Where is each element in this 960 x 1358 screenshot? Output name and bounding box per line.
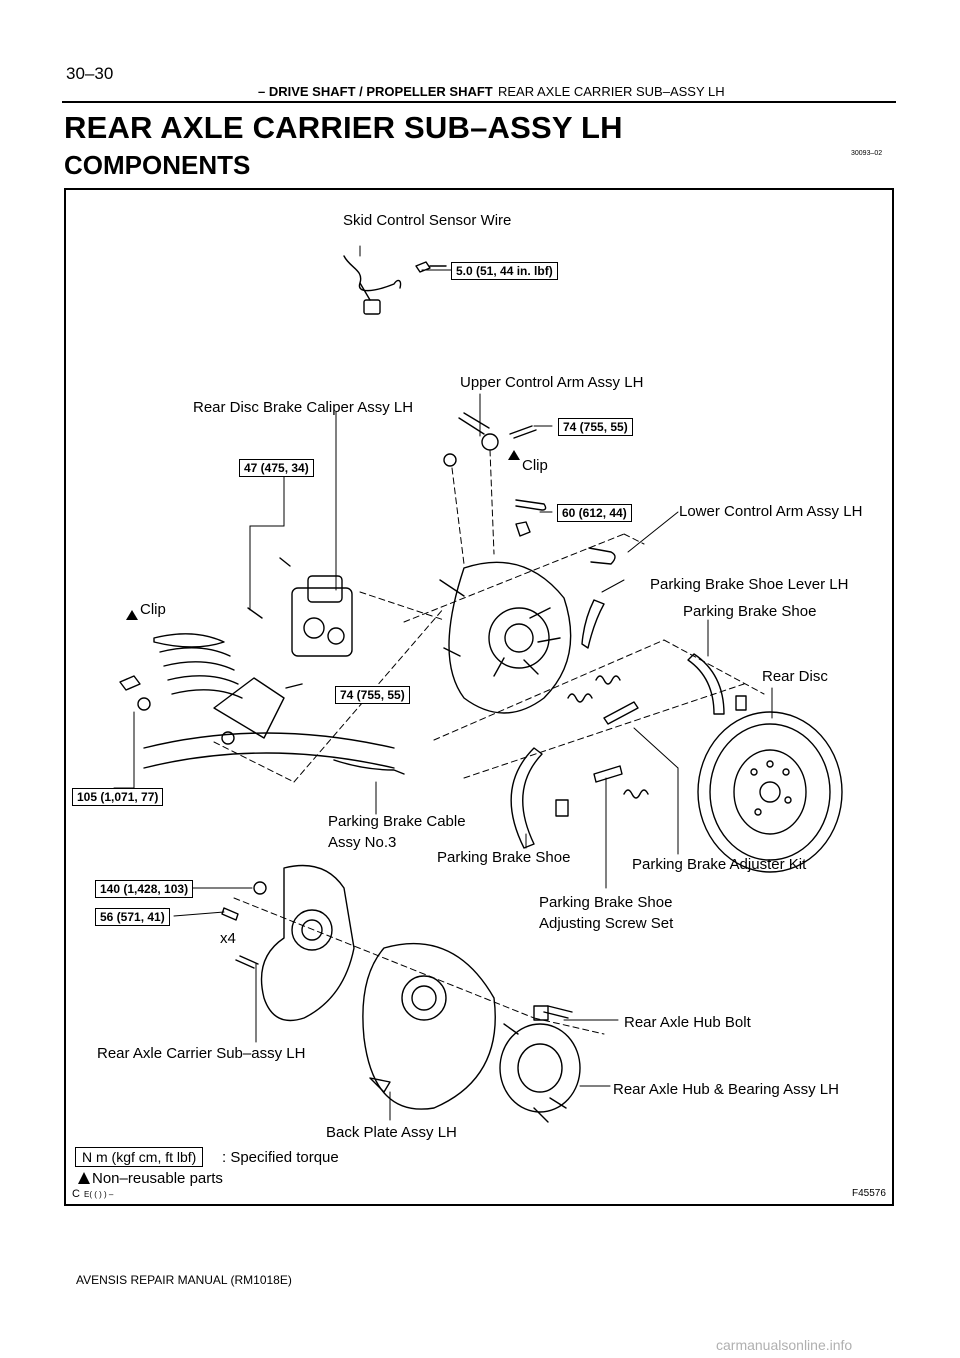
label-shoe-right: Parking Brake Shoe bbox=[683, 603, 817, 620]
skid-sensor-wire-drawing bbox=[343, 255, 447, 315]
label-caliper: Rear Disc Brake Caliper Assy LH bbox=[193, 399, 414, 416]
label-adjuster-kit: Parking Brake Adjuster Kit bbox=[632, 856, 807, 873]
rear-disc-drawing bbox=[697, 711, 843, 873]
shoe-pin-right bbox=[735, 695, 747, 711]
doc-code: 30093–02 bbox=[851, 150, 883, 157]
assembly-dashed-lines bbox=[213, 269, 765, 1035]
back-plate-drawing bbox=[362, 942, 496, 1110]
shoe-center-drawing bbox=[510, 747, 543, 849]
torque-axle-nut: 105 (1,071, 77) bbox=[72, 788, 164, 806]
page-number: 30–30 bbox=[66, 64, 114, 83]
header-rule bbox=[62, 101, 896, 103]
torque-skid-bolt: 5.0 (51, 44 in. lbf) bbox=[451, 262, 558, 280]
springs-drawing bbox=[567, 675, 649, 799]
watermark: carmanualsonline.info bbox=[716, 1337, 853, 1353]
label-skid-sensor-wire: Skid Control Sensor Wire bbox=[343, 212, 512, 229]
torque-back-plate-bolt: 56 (571, 41) bbox=[95, 908, 170, 926]
label-shoe-center: Parking Brake Shoe bbox=[437, 849, 571, 866]
label-hub-bolt: Rear Axle Hub Bolt bbox=[624, 1014, 751, 1031]
lower-arm-nut-drawing bbox=[515, 521, 531, 537]
torque-caliper-bolt: 47 (475, 34) bbox=[239, 459, 314, 477]
label-clip-upper: Clip bbox=[522, 457, 548, 474]
torque-carrier-nut: 140 (1,428, 103) bbox=[95, 880, 194, 898]
legend-torque-desc: : Specified torque bbox=[222, 1149, 339, 1166]
label-rear-disc: Rear Disc bbox=[762, 668, 828, 685]
footer: AVENSIS REPAIR MANUAL (RM1018E) bbox=[76, 1273, 292, 1287]
label-axle-carrier: Rear Axle Carrier Sub–assy LH bbox=[97, 1045, 306, 1062]
label-shoe-lever: Parking Brake Shoe Lever LH bbox=[650, 576, 849, 593]
label-lower-control-arm: Lower Control Arm Assy LH bbox=[679, 503, 863, 520]
figure-frame bbox=[64, 188, 894, 1206]
shoe-lever-drawing bbox=[581, 599, 605, 649]
nonreusable-triangle-icon bbox=[126, 610, 138, 620]
header-subsection: REAR AXLE CARRIER SUB–ASSY LH bbox=[498, 84, 725, 99]
components-diagram bbox=[113, 245, 843, 1123]
label-cable-line2: Assy No.3 bbox=[328, 834, 397, 851]
nonreusable-triangle-icon bbox=[508, 450, 520, 460]
c-mark: C bbox=[72, 1188, 80, 1200]
hub-bearing-drawing bbox=[499, 1005, 581, 1123]
cable-drawing bbox=[333, 759, 405, 775]
page-title: REAR AXLE CARRIER SUB–ASSY LH bbox=[64, 110, 623, 145]
label-screw-set-line1: Parking Brake Shoe bbox=[539, 894, 673, 911]
suspension-drawing bbox=[119, 633, 395, 769]
torque-upper-arm-bolt: 74 (755, 55) bbox=[558, 418, 633, 436]
nonreusable-markers bbox=[126, 450, 520, 620]
legend-torque-unit: N m (kgf cm, ft lbf) bbox=[75, 1147, 204, 1167]
label-upper-control-arm: Upper Control Arm Assy LH bbox=[460, 374, 644, 391]
label-back-plate: Back Plate Assy LH bbox=[326, 1124, 457, 1141]
section-heading: COMPONENTS bbox=[64, 150, 251, 180]
clip-upper-drawing bbox=[515, 499, 547, 511]
torque-knuckle-bolt: 74 (755, 55) bbox=[335, 686, 410, 704]
header-section: – DRIVE SHAFT / PROPELLER SHAFT bbox=[258, 84, 493, 99]
shoe-pin-center bbox=[555, 799, 569, 817]
label-clip-left: Clip bbox=[140, 601, 166, 618]
figure-code: F45576 bbox=[852, 1188, 886, 1199]
c-small-text: E( ( ) ) – bbox=[84, 1190, 114, 1199]
shoe-right-drawing bbox=[687, 653, 725, 715]
torque-lower-arm-nut: 60 (612, 44) bbox=[557, 504, 632, 522]
axle-carrier-drawing bbox=[221, 864, 355, 1022]
label-x4: x4 bbox=[220, 930, 236, 947]
legend-nonreusable: Non–reusable parts bbox=[78, 1170, 223, 1187]
label-cable-line1: Parking Brake Cable bbox=[328, 813, 466, 830]
hub-assembly-drawing bbox=[439, 561, 572, 714]
legend-nonreusable-text: Non–reusable parts bbox=[92, 1170, 223, 1187]
leader-lines bbox=[113, 245, 773, 1121]
label-screw-set-line2: Adjusting Screw Set bbox=[539, 915, 674, 932]
label-hub-bearing: Rear Axle Hub & Bearing Assy LH bbox=[613, 1081, 839, 1098]
nonreusable-triangle-icon bbox=[78, 1172, 90, 1184]
lower-arm-drawing bbox=[588, 547, 616, 565]
